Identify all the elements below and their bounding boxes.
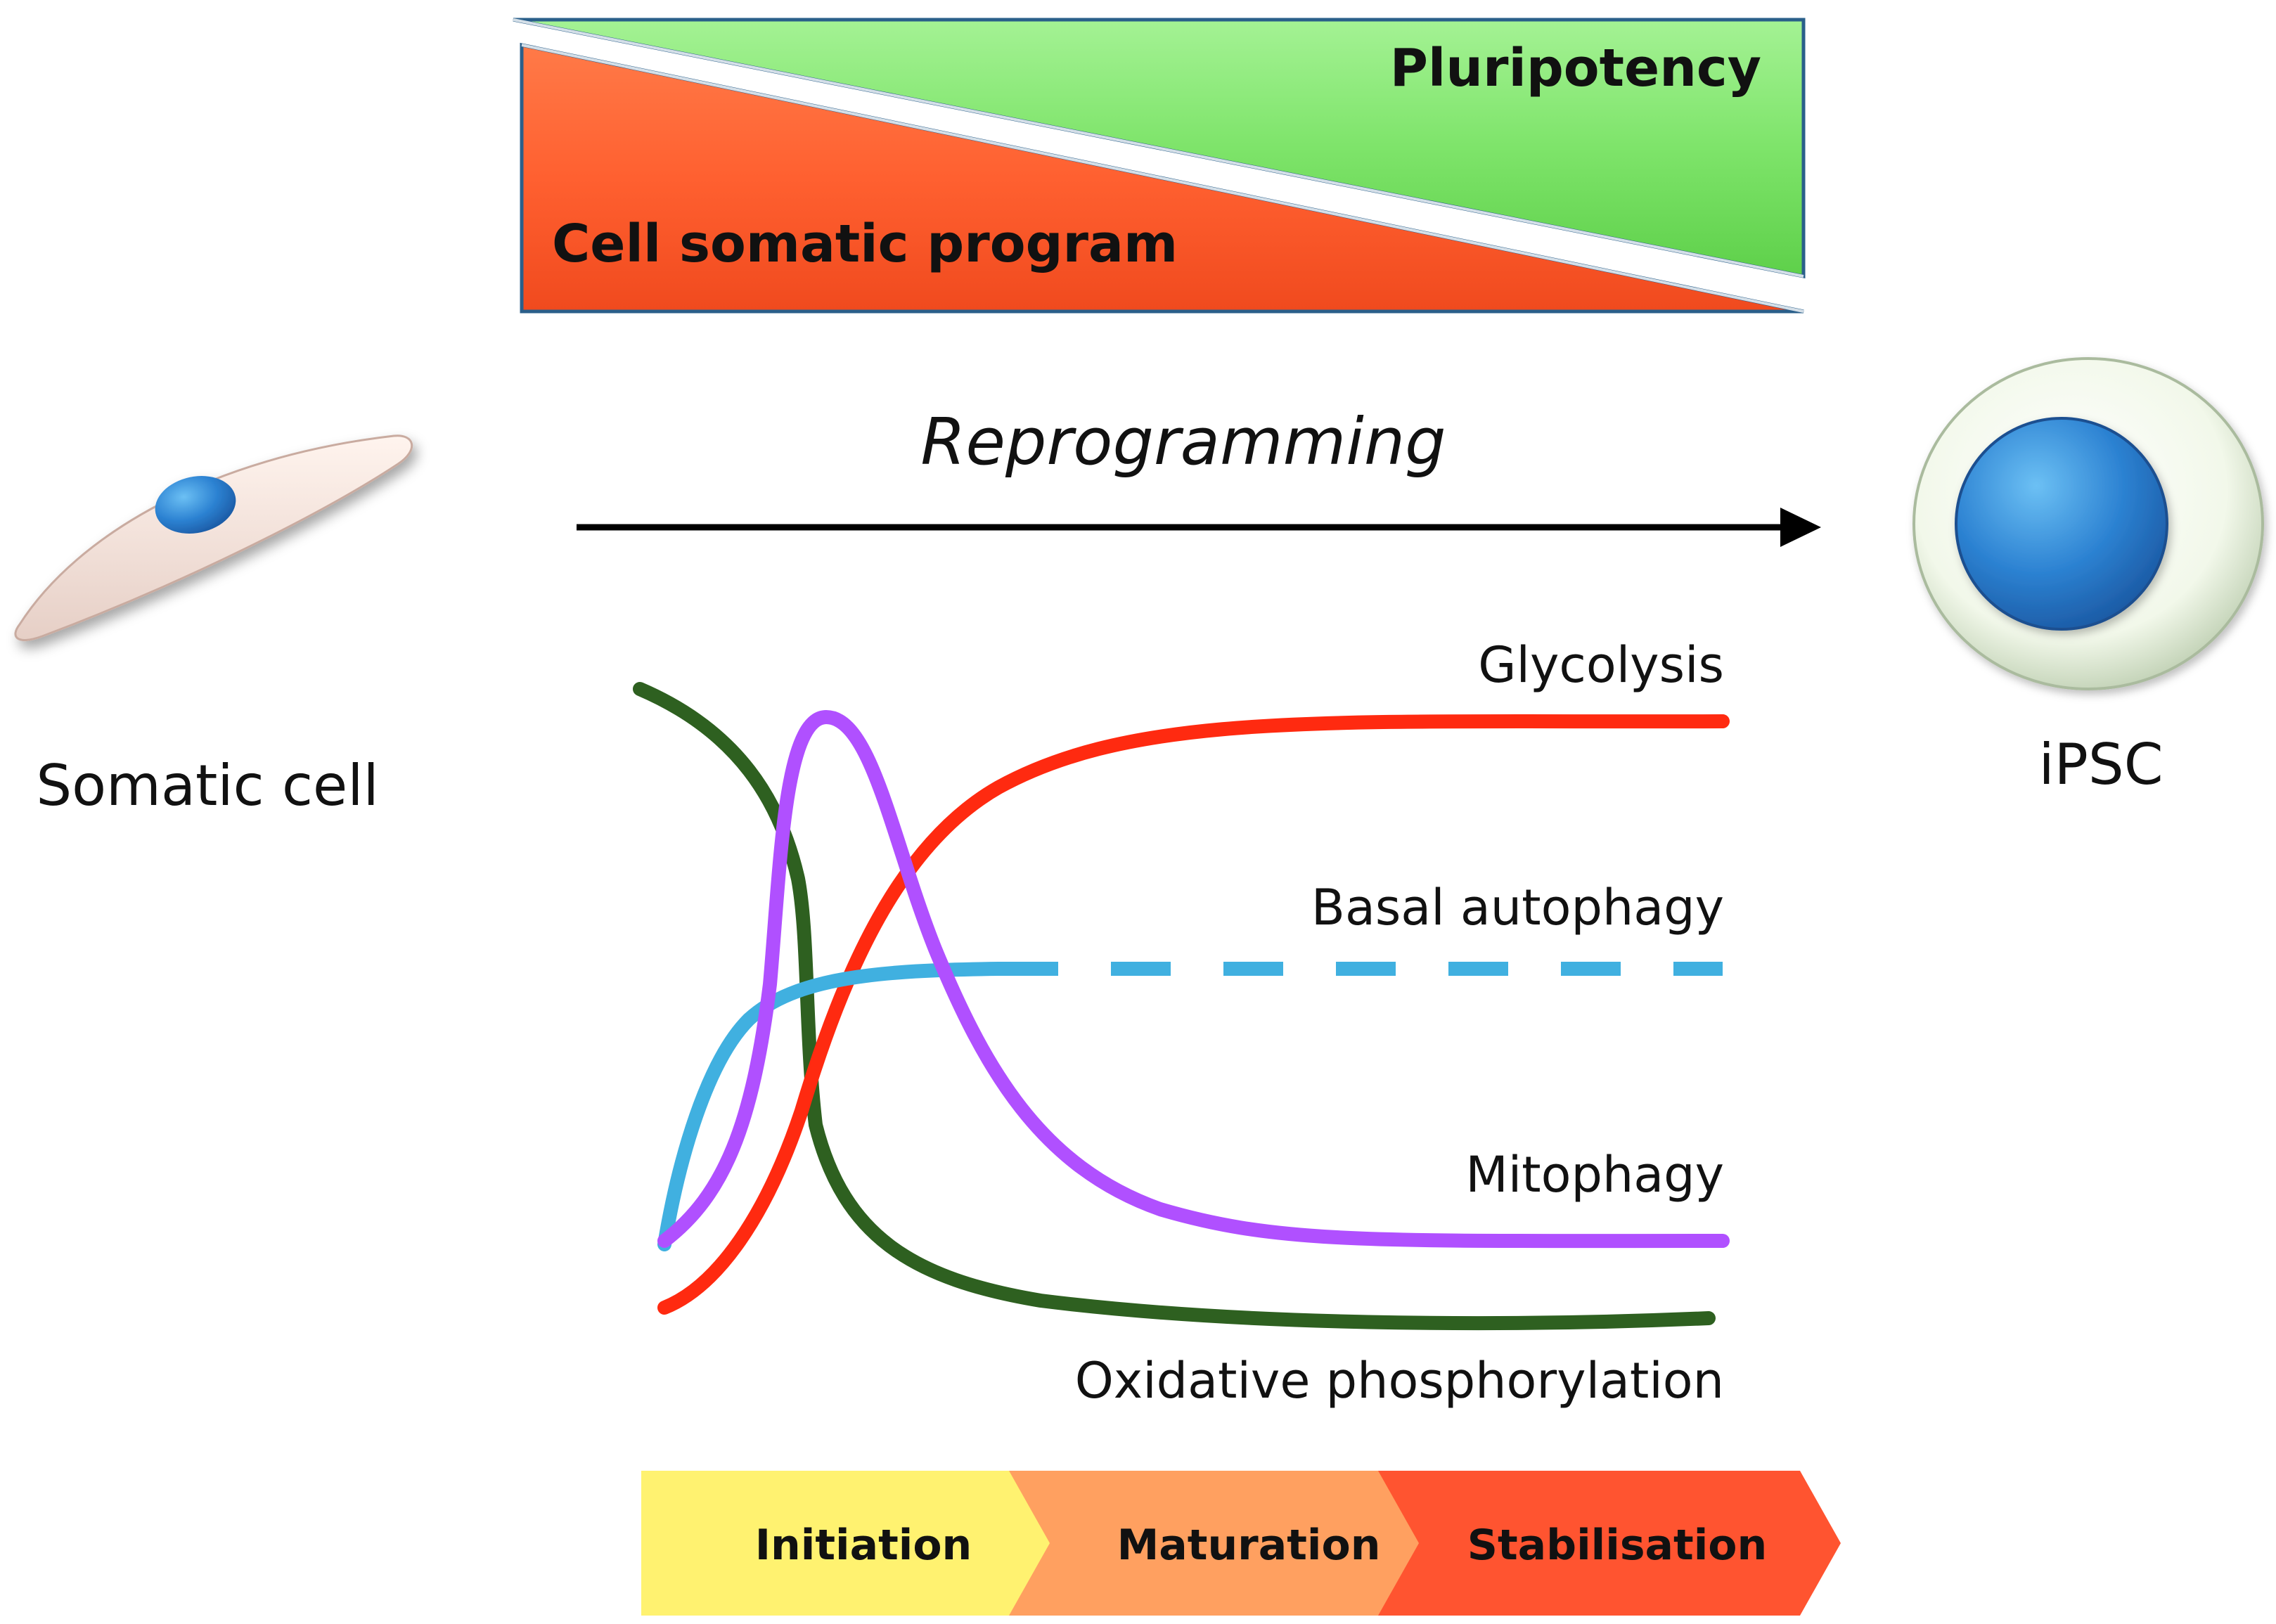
phase-label-stabilisation: Stabilisation — [1467, 1521, 1767, 1570]
ipsc-nucleus-icon — [1955, 417, 2168, 631]
glycolysis-curve — [657, 714, 1730, 1315]
gradient-wedges: Pluripotency Cell somatic program — [513, 18, 1806, 314]
glycolysis-label: Glycolysis — [1478, 636, 1724, 694]
phase-stabilisation — [1378, 1471, 1841, 1616]
curve-labels: Glycolysis Basal autophagy Mitophagy Oxi… — [1075, 636, 1724, 1410]
pluripotency-label: Pluripotency — [1390, 38, 1761, 98]
somatic-cell-icon — [14, 434, 413, 641]
ipsc-label: iPSC — [2038, 732, 2163, 797]
somatic-cell-label: Somatic cell — [36, 753, 378, 818]
mitophagy-label: Mitophagy — [1465, 1146, 1724, 1204]
phase-initiation — [641, 1471, 1050, 1616]
arrowhead-icon — [1780, 508, 1821, 547]
mitophagy-curve — [657, 710, 1730, 1249]
phase-label-initiation: Initiation — [755, 1521, 972, 1570]
somatic-program-label: Cell somatic program — [552, 214, 1178, 274]
somatic-nucleus-icon — [155, 476, 236, 534]
basal-autophagy-curve-solid — [657, 962, 1005, 1251]
somatic-cell — [14, 434, 413, 641]
reprogramming-label: Reprogramming — [920, 404, 1446, 479]
curves — [633, 682, 1730, 1331]
basal-autophagy-label: Basal autophagy — [1311, 879, 1724, 936]
oxidative-phosphorylation-curve — [633, 682, 1716, 1331]
reprogramming-arrow: Reprogramming — [577, 404, 1821, 547]
phase-bar: Initiation Maturation Stabilisation — [641, 1471, 1841, 1616]
phase-maturation — [1009, 1471, 1419, 1616]
oxidative-phosphorylation-label: Oxidative phosphorylation — [1075, 1352, 1724, 1410]
ipsc-cell — [1912, 357, 2264, 690]
phase-label-maturation: Maturation — [1117, 1521, 1381, 1570]
